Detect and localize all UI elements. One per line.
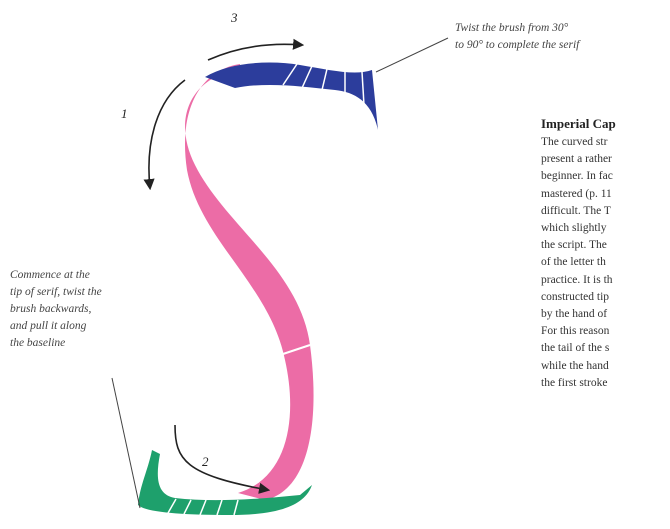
article-line: present a rather (541, 151, 670, 168)
article-line: of the letter th (541, 254, 670, 271)
leader-line-commence (112, 378, 140, 508)
step-number-1: 1 (121, 106, 128, 122)
article-line: by the hand of (541, 306, 670, 323)
article-column: Imperial Cap The curved str present a ra… (541, 116, 670, 392)
caption-commence: Commence at the tip of serif, twist the … (10, 267, 150, 352)
arrow-3-icon (208, 44, 302, 60)
caption-twist-serif: Twist the brush from 30° to 90° to compl… (455, 20, 670, 54)
s-spine-stroke (185, 64, 314, 500)
leader-line-twist (376, 38, 448, 72)
step-number-3: 3 (231, 10, 238, 26)
article-line: while the hand (541, 358, 670, 375)
article-line: beginner. In fac (541, 168, 670, 185)
article-line: For this reason (541, 323, 670, 340)
arrow-1-icon (149, 80, 185, 188)
step-number-2: 2 (202, 454, 209, 470)
article-line: constructed tip (541, 289, 670, 306)
article-line: The curved str (541, 134, 670, 151)
article-line: the script. The (541, 237, 670, 254)
article-line: difficult. The T (541, 203, 670, 220)
article-line: the tail of the s (541, 340, 670, 357)
article-line: mastered (p. 11 (541, 186, 670, 203)
article-line: practice. It is th (541, 272, 670, 289)
article-line: which slightly (541, 220, 670, 237)
article-line: the first stroke (541, 375, 670, 392)
article-heading: Imperial Cap (541, 116, 670, 132)
arrow-2-icon (175, 425, 268, 490)
